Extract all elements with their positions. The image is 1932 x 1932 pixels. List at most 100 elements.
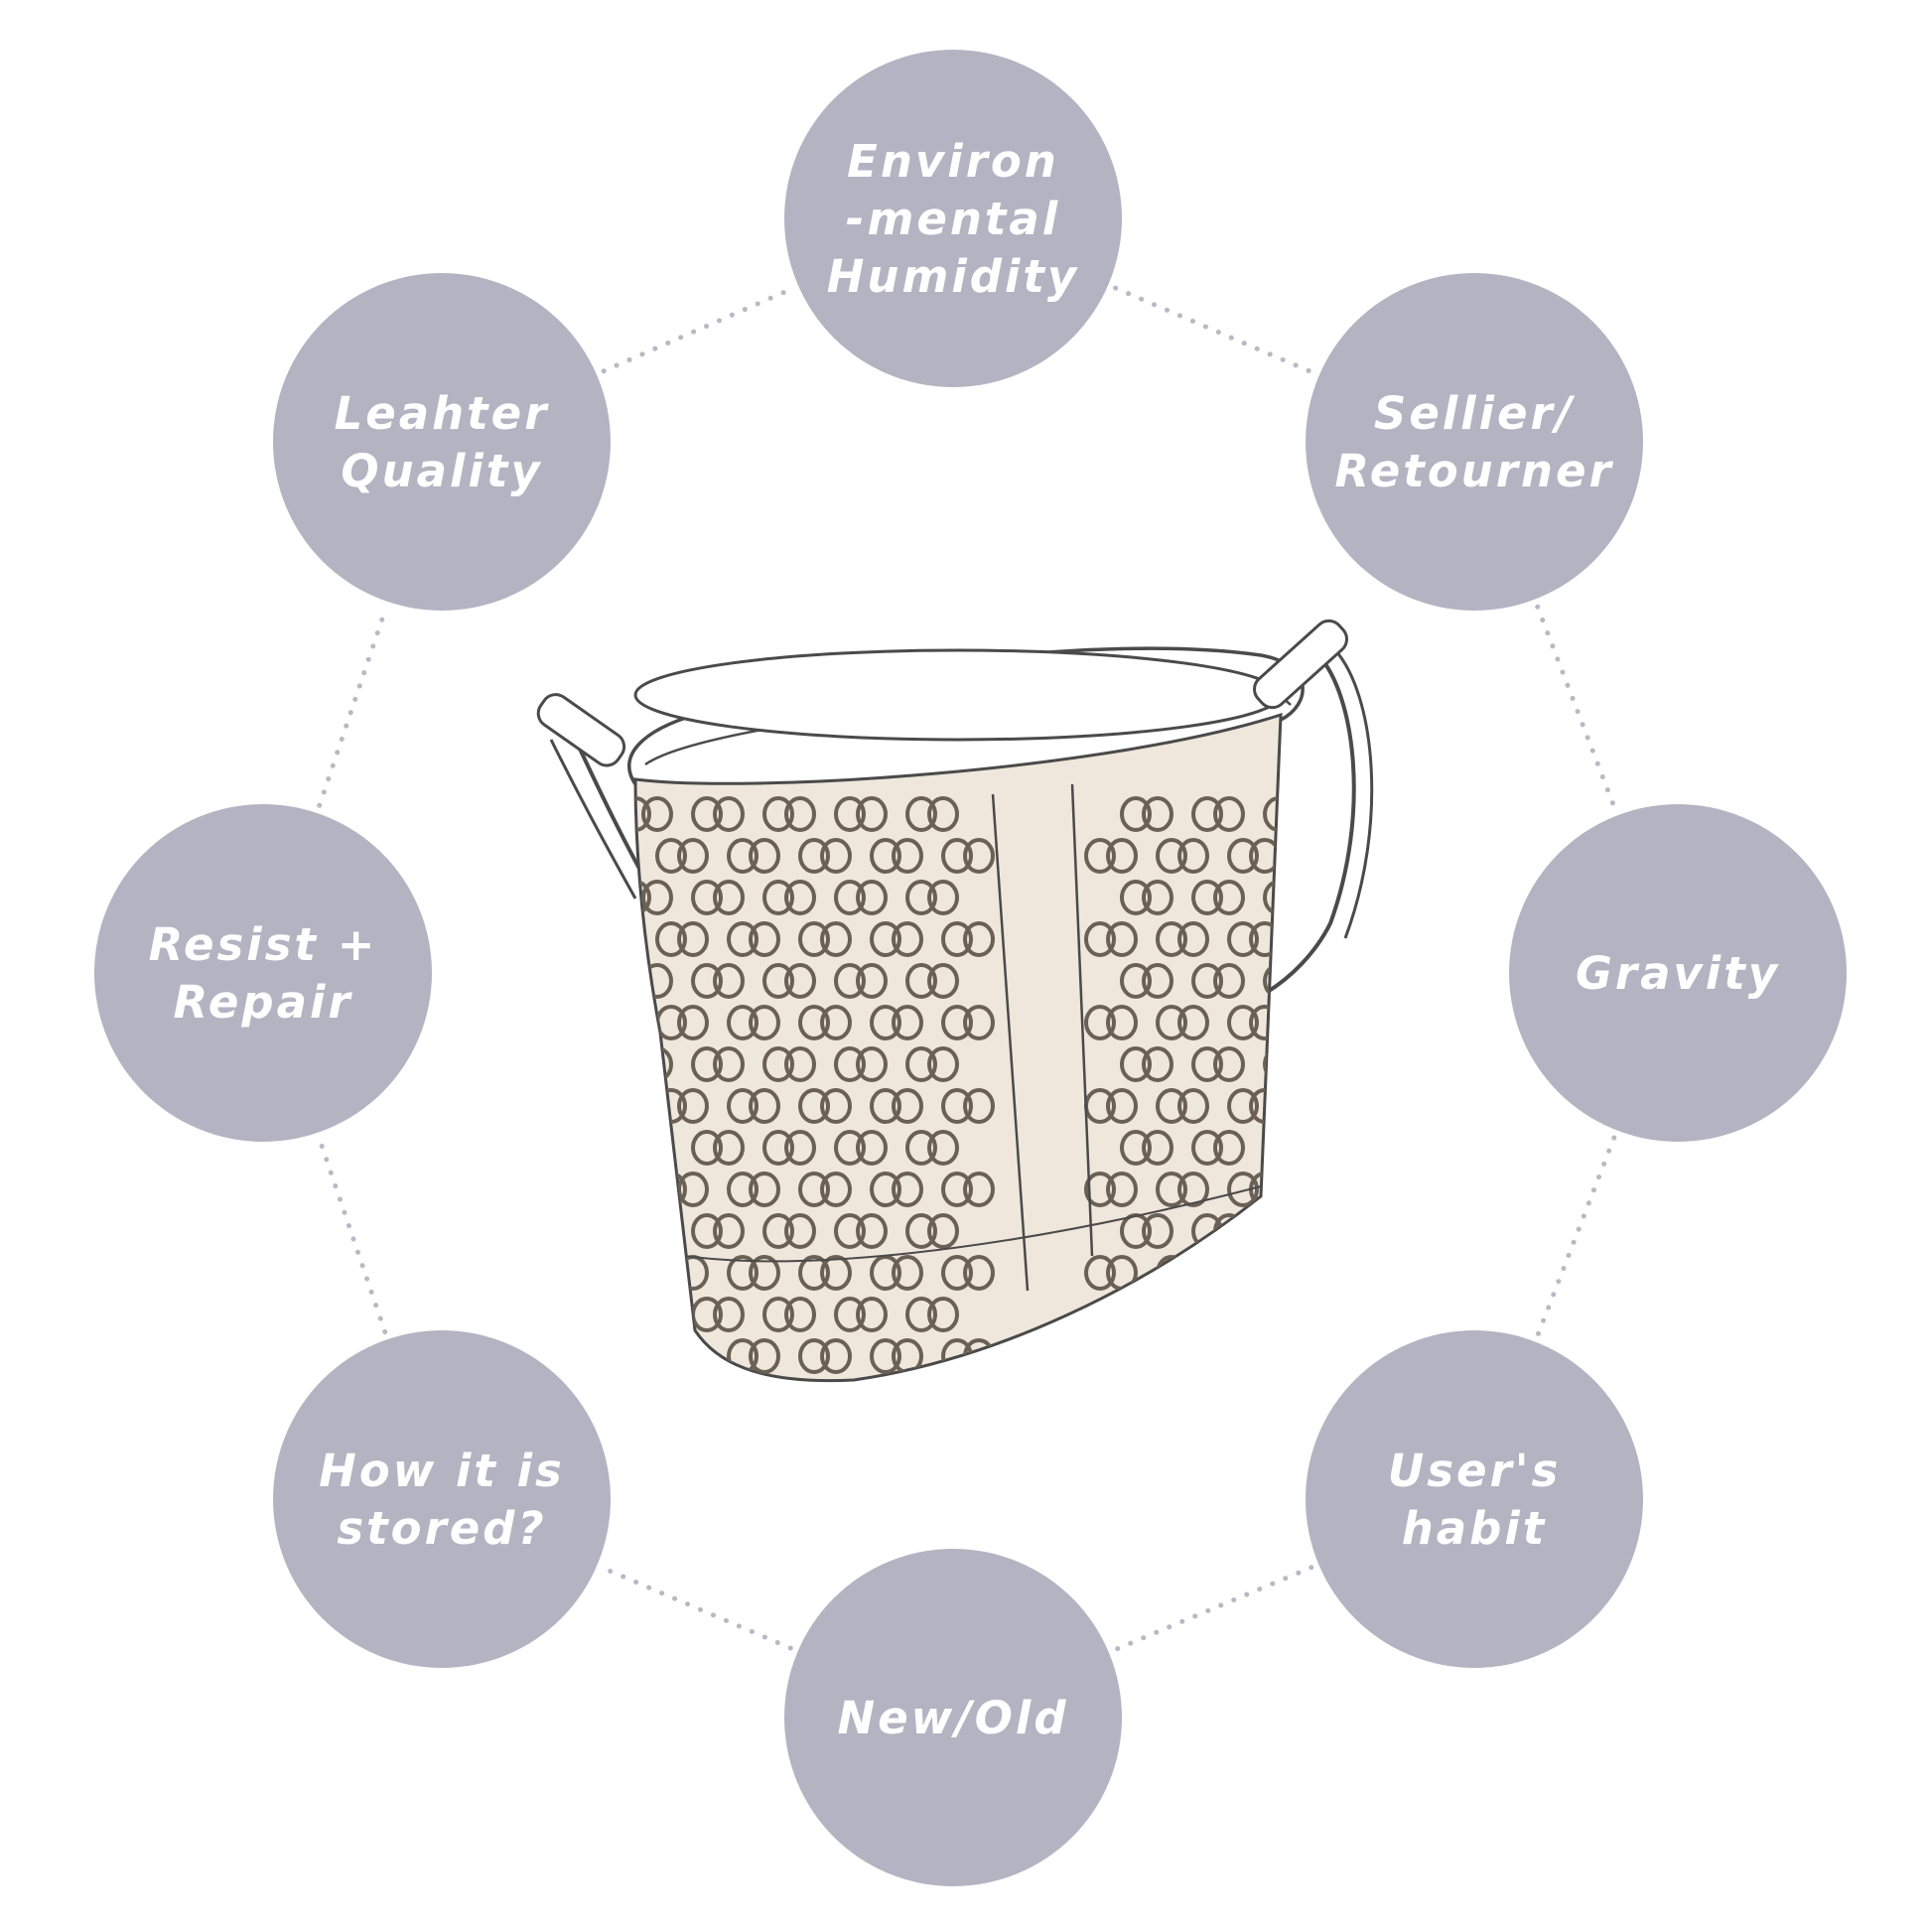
monogram-ring — [1142, 1130, 1173, 1166]
monogram-ring — [727, 1172, 759, 1207]
monogram-ring — [927, 963, 959, 999]
monogram-ring — [1191, 963, 1223, 999]
monogram-ring — [1191, 880, 1223, 915]
monogram-ring — [691, 1130, 723, 1166]
node-circle — [1509, 804, 1847, 1142]
monogram-ring — [963, 1005, 995, 1040]
monogram-ring — [1191, 796, 1223, 832]
monogram-ring — [1191, 1046, 1223, 1082]
monogram-ring — [856, 1213, 888, 1249]
dotted-connector — [1535, 1135, 1617, 1337]
monogram-ring — [641, 1213, 673, 1249]
node-circle — [1306, 1330, 1643, 1668]
monogram-ring — [635, 1046, 651, 1082]
monogram-ring — [727, 1005, 759, 1040]
monogram-ring — [1156, 1005, 1187, 1040]
monogram-ring — [892, 1255, 923, 1291]
monogram-ring — [762, 796, 794, 832]
monogram-ring — [1177, 1255, 1209, 1291]
monogram-ring — [1084, 1338, 1116, 1374]
node-label: Environ — [847, 135, 1059, 188]
monogram-ring — [1084, 1255, 1116, 1291]
monogram-ring — [798, 1088, 830, 1124]
monogram-ring — [1213, 963, 1245, 999]
factor-nodes: Environ-mentalHumiditySellier/RetournerG… — [94, 50, 1847, 1886]
monogram-ring — [1213, 880, 1245, 915]
monogram-ring — [727, 1255, 759, 1291]
monogram-ring — [784, 796, 816, 832]
monogram-ring — [927, 1130, 959, 1166]
monogram-ring — [1213, 1046, 1245, 1082]
monogram-ring — [1120, 796, 1152, 832]
monogram-ring — [691, 1046, 723, 1082]
node-circle — [273, 273, 611, 611]
monogram-ring — [892, 1088, 923, 1124]
dotted-connector — [1113, 1565, 1314, 1652]
monogram-ring — [927, 1046, 959, 1082]
monogram-ring — [1156, 921, 1187, 957]
monogram-ring — [762, 1046, 794, 1082]
monogram-ring — [762, 1130, 794, 1166]
monogram-ring — [1106, 1005, 1138, 1040]
node-new-old: New/Old — [784, 1549, 1122, 1886]
monogram-ring — [941, 1255, 973, 1291]
monogram-ring — [1227, 1255, 1259, 1291]
monogram-ring — [892, 921, 923, 957]
monogram-ring — [1322, 1257, 1350, 1289]
monogram-ring — [677, 1088, 709, 1124]
node-circle — [784, 1549, 1122, 1886]
monogram-ring — [892, 1005, 923, 1040]
monogram-ring — [856, 880, 888, 915]
monogram-ring — [820, 1172, 852, 1207]
monogram-ring — [963, 921, 995, 957]
monogram-ring — [635, 1297, 651, 1332]
monogram-ring — [870, 1088, 901, 1124]
monogram-ring — [1084, 921, 1116, 957]
monogram-ring — [677, 1172, 709, 1207]
monogram-ring — [635, 880, 651, 915]
monogram-ring — [1191, 1297, 1223, 1332]
monogram-ring — [727, 838, 759, 874]
node-label: -mental — [846, 193, 1060, 245]
monogram-ring — [1322, 1007, 1350, 1038]
monogram-ring — [677, 921, 709, 957]
monogram-ring — [820, 1338, 852, 1374]
monogram-ring — [1263, 1130, 1281, 1166]
monogram-ring — [1213, 1297, 1245, 1332]
node-label: Quality — [341, 445, 542, 497]
monogram-ring — [1287, 882, 1314, 913]
monogram-ring — [1106, 1088, 1138, 1124]
monogram-ring — [1287, 965, 1314, 997]
monogram-ring — [1263, 1297, 1281, 1332]
node-label: New/Old — [837, 1692, 1068, 1744]
monogram-ring — [1106, 1172, 1138, 1207]
monogram-ring — [856, 1046, 888, 1082]
monogram-ring — [713, 796, 745, 832]
monogram-ring — [963, 1088, 995, 1124]
monogram-ring — [1156, 838, 1187, 874]
monogram-ring — [834, 796, 866, 832]
dotted-connector — [602, 1566, 793, 1651]
monogram-ring — [1301, 1090, 1328, 1122]
monogram-ring — [941, 1172, 973, 1207]
monogram-ring — [749, 921, 780, 957]
monogram-ring — [655, 921, 687, 957]
monogram-ring — [1287, 1132, 1314, 1164]
monogram-ring — [1177, 838, 1209, 874]
monogram-ring — [870, 1005, 901, 1040]
node-label: habit — [1402, 1502, 1548, 1555]
monogram-ring — [635, 796, 651, 832]
monogram-ring — [941, 921, 973, 957]
monogram-ring — [691, 796, 723, 832]
monogram-ring — [1156, 1172, 1187, 1207]
monogram-ring — [870, 1255, 901, 1291]
node-label: stored? — [337, 1502, 546, 1555]
monogram-ring — [641, 796, 673, 832]
monogram-ring — [749, 1338, 780, 1374]
monogram-ring — [1142, 796, 1173, 832]
node-label: User's — [1388, 1445, 1562, 1497]
monogram-ring — [1142, 880, 1173, 915]
monogram-ring — [1106, 838, 1138, 874]
monogram-ring — [1322, 1090, 1350, 1122]
